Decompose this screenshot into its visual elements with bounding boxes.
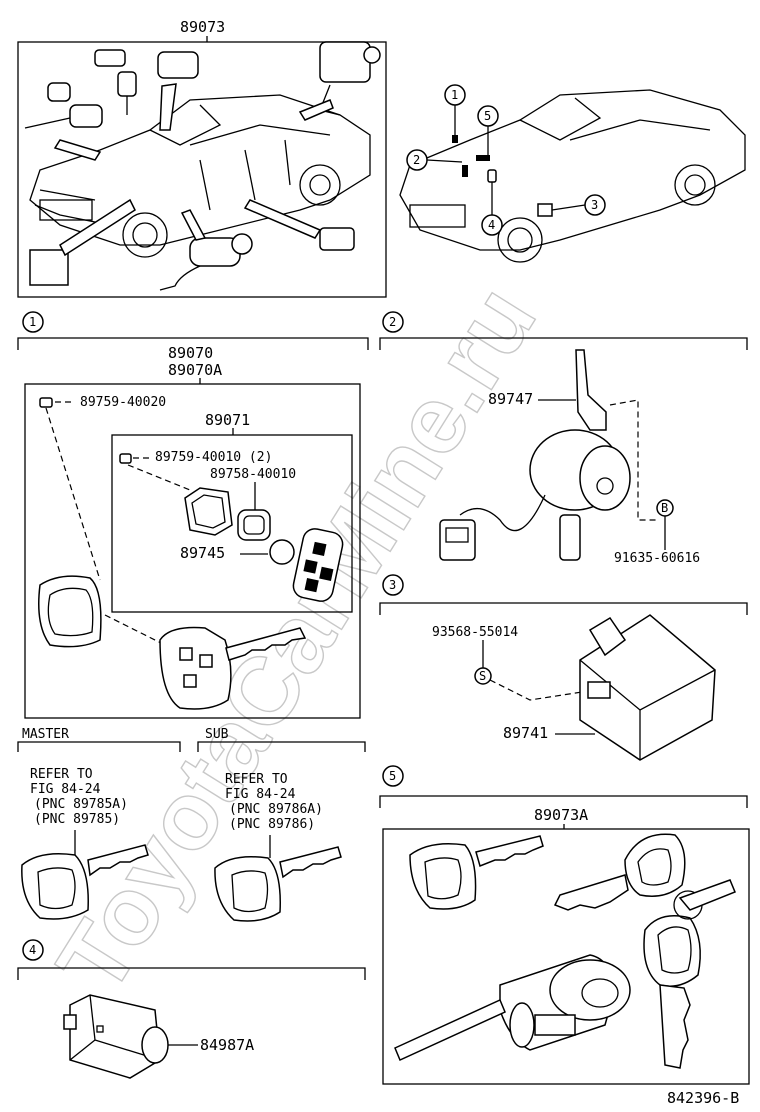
- master-key: [21, 844, 149, 920]
- svg-text:5: 5: [484, 109, 491, 123]
- remote-button-pad: [292, 528, 344, 602]
- section-3: 3 93568-55014 S 89741: [379, 574, 748, 761]
- sub-ref-line-2: FIG 84-24: [225, 787, 296, 802]
- key-cover: [38, 575, 102, 648]
- screw-inner: [119, 453, 132, 464]
- overview-callout-3: 3: [537, 194, 606, 217]
- overview-panel: 89073: [17, 18, 387, 298]
- master-ref-line-4: (PNC 89785): [34, 812, 120, 827]
- door-lock-switch: [439, 349, 658, 561]
- sub-title: SUB: [205, 727, 229, 742]
- kit-key-3: [643, 879, 736, 1069]
- gasket-label: 89758-40010: [210, 467, 296, 482]
- section-2-index: 2: [389, 315, 396, 329]
- overview-part-motor: [29, 227, 355, 291]
- master-ref-line-3: (PNC 89785A): [34, 797, 128, 812]
- control-module: [579, 614, 716, 761]
- sub-ref-line-1: REFER TO: [225, 772, 288, 787]
- battery-cell: [269, 539, 295, 565]
- section-4: 4 84987A: [17, 939, 366, 1079]
- svg-text:4: 4: [488, 218, 495, 232]
- section-1-parent-number-alt: 89070A: [168, 361, 222, 379]
- svg-text:2: 2: [413, 153, 420, 167]
- section-5: 5 89073A: [379, 765, 750, 1085]
- sub-ref-line-4: (PNC 89786): [229, 817, 315, 832]
- overview-part-keys: [24, 49, 137, 129]
- section-1-index: 1: [29, 315, 36, 329]
- kit-key-1: [409, 835, 544, 910]
- sub-key: [214, 846, 342, 922]
- overview-callout-4: 4: [481, 169, 503, 236]
- section-3-index: 3: [389, 578, 396, 592]
- car-illustration-right: [399, 89, 746, 263]
- battery-label: 89745: [180, 544, 225, 562]
- section-3-part-number: 89741: [503, 724, 548, 742]
- overview-callout-1: 1: [444, 84, 466, 143]
- section-4-index: 4: [29, 943, 36, 957]
- master-title: MASTER: [22, 727, 69, 742]
- screw-outer-label: 89759-40020: [80, 395, 166, 410]
- sub-assembly-number: 89071: [205, 411, 250, 429]
- overview-callout-2: 2: [406, 149, 468, 177]
- overview-callout-5: 5: [476, 105, 499, 161]
- master-ref-line-1: REFER TO: [30, 767, 93, 782]
- screw-s-label: 93568-55014: [432, 625, 518, 640]
- section-2: 2 89747 B 91635-60616: [379, 311, 748, 566]
- overview-part-lock-cylinder: [157, 41, 381, 116]
- car-illustration-left: [29, 94, 371, 258]
- sub-ref-line-3: (PNC 89786A): [229, 802, 323, 817]
- overview-leader-arrows: [53, 83, 334, 257]
- screw-outer: [39, 397, 53, 408]
- overview-part-number: 89073: [180, 18, 225, 36]
- transmitter-key: [159, 626, 307, 710]
- callout-overview: 1 2 5 4 3: [399, 84, 746, 263]
- master-ref-line-2: FIG 84-24: [30, 782, 101, 797]
- section-4-part-number: 84987A: [200, 1036, 254, 1054]
- section-5-index: 5: [389, 769, 396, 783]
- section-5-part-number: 89073A: [534, 806, 588, 824]
- figure-number: 842396-B: [667, 1089, 739, 1107]
- transmitter-housing: [184, 487, 233, 536]
- kit-key-2: [553, 833, 686, 911]
- section-1-parent-number: 89070: [168, 344, 213, 362]
- svg-text:1: 1: [451, 88, 458, 102]
- section-1: 1 89070 89070A 89759-40020 89071 89759-4…: [17, 311, 369, 922]
- kit-lock-cylinder: [394, 954, 631, 1062]
- lamp-socket: [63, 994, 169, 1079]
- gasket: [237, 509, 271, 541]
- bolt-code: B: [661, 501, 668, 515]
- svg-text:3: 3: [591, 198, 598, 212]
- section-2-part-number: 89747: [488, 390, 533, 408]
- bolt-label: 91635-60616: [614, 551, 700, 566]
- screw-s-code: S: [479, 669, 486, 683]
- screw-inner-label: 89759-40010 (2): [155, 450, 272, 465]
